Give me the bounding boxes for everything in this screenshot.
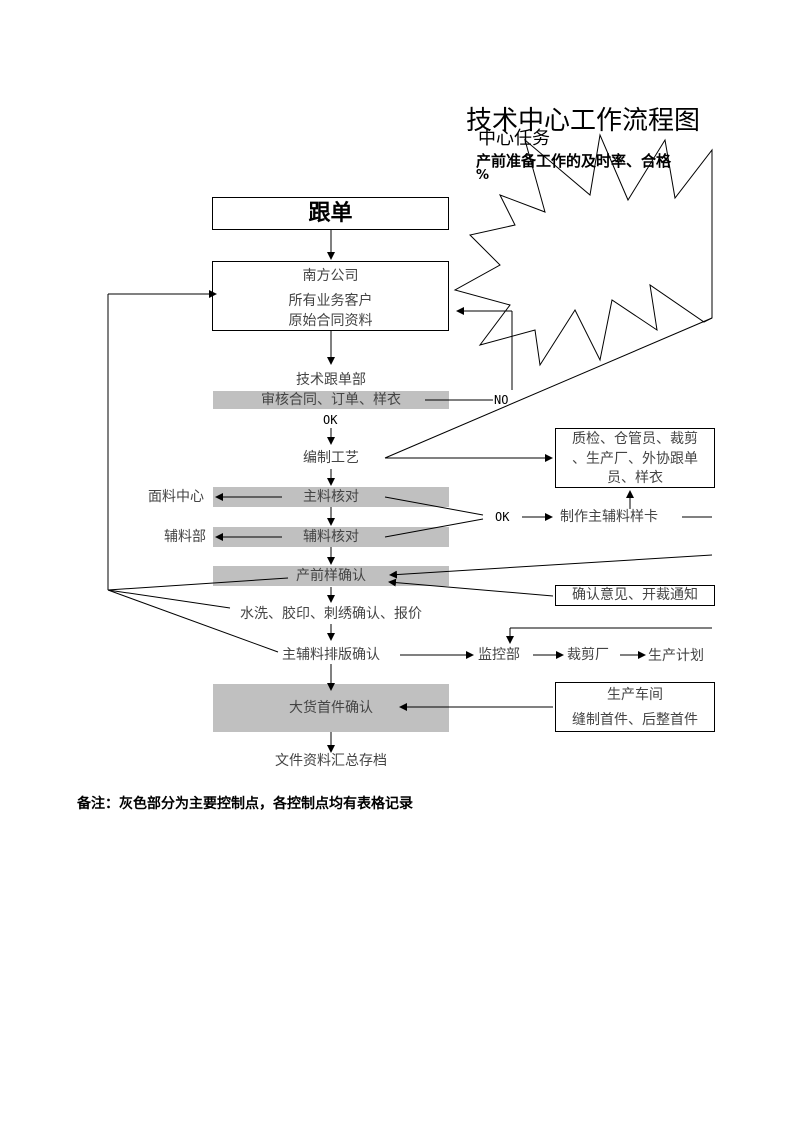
south-company-box: [212, 261, 449, 331]
layout-confirm-label: 主辅料排版确认: [282, 647, 380, 663]
craft-label: 编制工艺: [303, 450, 359, 466]
opinion-box: [555, 585, 715, 606]
mission-starburst: [453, 133, 713, 367]
sample-card-label: 制作主辅料样卡: [560, 509, 658, 525]
workshop-label-1: 生产车间: [607, 687, 663, 703]
main-check-label: 主料核对: [303, 489, 359, 505]
no-label: NO: [494, 393, 509, 407]
workshop-box: [555, 682, 715, 732]
qc-label-2: 、生产厂、外协跟单: [572, 451, 698, 467]
south-company-label: 南方公司: [302, 268, 359, 284]
bulk-band: [213, 684, 449, 732]
bulk-first-piece-label: 大货首件确认: [289, 700, 373, 716]
mission-percent: %: [476, 168, 490, 183]
footnote: 备注：灰色部分为主要控制点，各控制点均有表格记录: [77, 796, 413, 812]
aux-check-band: [213, 527, 449, 547]
original-contract-label: 原始合同资料: [288, 313, 373, 329]
monitor-dept-label: 监控部: [478, 647, 520, 663]
mission-heading: 中心任务: [478, 128, 550, 149]
qc-label-1: 质检、仓管员、裁剪: [572, 431, 698, 447]
follow-label: 跟单: [308, 201, 353, 226]
archive-label: 文件资料汇总存档: [275, 753, 387, 769]
aux-check-label: 辅料核对: [303, 529, 359, 545]
all-customers-label: 所有业务客户: [288, 293, 373, 309]
fabric-center-label: 面料中心: [148, 489, 204, 505]
mission-text: 产前准备工作的及时率、合格: [476, 152, 672, 170]
workshop-label-2: 缝制首件、后整首件: [572, 712, 698, 728]
follow-box: [212, 197, 449, 230]
review-band: [213, 391, 449, 409]
main-check-band: [213, 487, 449, 507]
ok-label-1: OK: [323, 413, 338, 427]
cutting-factory-label: 裁剪厂: [567, 647, 609, 663]
qc-box: [555, 428, 715, 488]
opinion-label: 确认意见、开裁通知: [572, 587, 698, 603]
page-title: 技术中心工作流程图: [466, 106, 701, 136]
wash-print-label: 水洗、胶印、刺绣确认、报价: [240, 606, 422, 622]
qc-label-3: 员、样衣: [607, 470, 663, 486]
production-plan-label: 生产计划: [648, 648, 704, 664]
pre-sample-label: 产前样确认: [296, 568, 366, 584]
ok-label-2: OK: [495, 510, 510, 524]
review-label: 审核合同、订单、样衣: [261, 392, 401, 408]
tech-follow-dept-label: 技术跟单部: [296, 372, 366, 388]
aux-dept-label: 辅料部: [164, 529, 206, 545]
